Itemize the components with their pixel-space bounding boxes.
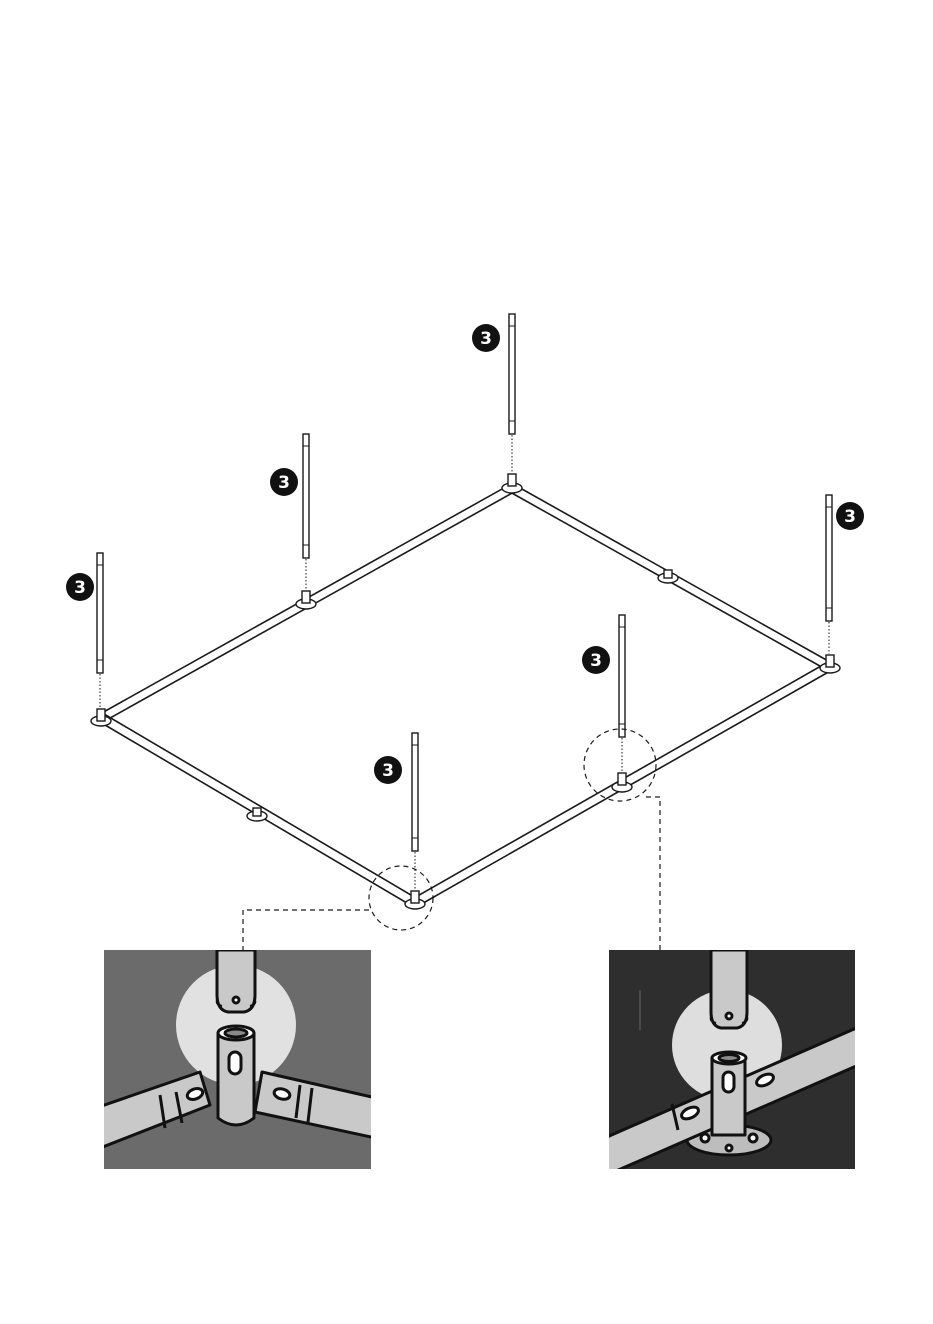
part-badge: 3 — [374, 756, 402, 784]
vertical-pole-back — [509, 314, 515, 473]
leader-line-right — [646, 797, 660, 950]
t-connector-back-left — [296, 591, 316, 609]
vertical-pole-front-right — [619, 615, 625, 772]
vertical-pole-front — [412, 733, 418, 890]
part-badge: 3 — [472, 324, 500, 352]
vertical-pole-right — [826, 495, 832, 654]
t-connector-back-right — [658, 570, 678, 583]
svg-text:3: 3 — [844, 507, 856, 527]
detail-panel-corner-connector — [90, 950, 385, 1169]
part-badge: 3 — [582, 646, 610, 674]
part-badge: 3 — [270, 468, 298, 496]
vertical-pole-left — [97, 553, 103, 708]
svg-text:3: 3 — [278, 473, 290, 493]
corner-connector-back — [502, 474, 522, 493]
detail-panel-t-connector — [600, 950, 870, 1178]
corner-connector-left — [91, 709, 111, 726]
svg-text:3: 3 — [480, 329, 492, 349]
svg-text:3: 3 — [74, 578, 86, 598]
svg-text:3: 3 — [382, 761, 394, 781]
part-badge: 3 — [66, 573, 94, 601]
leader-line-left — [243, 910, 369, 950]
part-badge: 3 — [836, 502, 864, 530]
svg-text:3: 3 — [590, 651, 602, 671]
base-frame — [100, 484, 832, 906]
part-badges: 3 3 3 3 3 3 — [66, 324, 864, 784]
vertical-pole-back-left — [303, 434, 309, 590]
frame-connectors — [91, 474, 840, 909]
detail-callouts — [243, 729, 660, 950]
